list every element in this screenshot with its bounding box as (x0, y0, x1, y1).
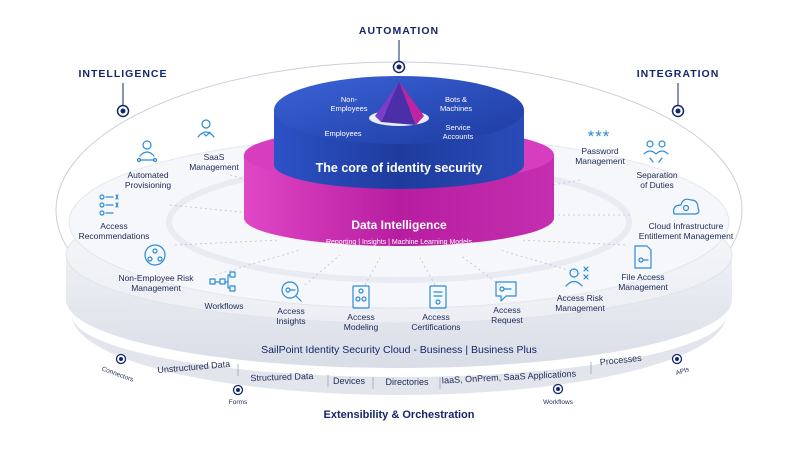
connector-node-apis (671, 353, 683, 365)
source-item-structured: Structured Data (250, 371, 313, 383)
access-risk-label-1: Access Risk (557, 293, 604, 303)
source-item-devices: Devices (333, 376, 366, 386)
core-label-employees: Employees (324, 129, 361, 138)
connector-node-connectors (115, 353, 127, 365)
intelligence-label: INTELLIGENCE (78, 68, 167, 80)
integration-label: INTEGRATION (637, 68, 720, 80)
person-check-icon (197, 119, 215, 138)
access-certifications-label-1: Access (422, 312, 449, 322)
non-employee-risk-label-1: Non-Employee Risk (118, 273, 194, 283)
apis-label: APIs (675, 366, 691, 377)
workflow-icon (209, 271, 236, 292)
access-request-label-1: Access (493, 305, 520, 315)
password-management-label-1: Password (581, 146, 619, 156)
core-label-service-2: Accounts (443, 132, 474, 141)
separation-of-duties-label-1: Separation (636, 170, 677, 180)
source-item-processes: Processes (599, 353, 642, 367)
saas-management-label-1: SaaS (204, 152, 225, 162)
file-access-label-2: Management (618, 282, 668, 292)
access-request-label-2: Request (491, 315, 523, 325)
password-asterisks-icon: *** (588, 127, 611, 146)
core-title: The core of identity security (316, 161, 483, 175)
automation-label: AUTOMATION (359, 25, 439, 37)
workflows-label: Workflows (204, 301, 243, 311)
access-insights-label-1: Access (277, 306, 304, 316)
person-risk-icon (565, 266, 589, 287)
core-label-bots-2: Machines (440, 104, 472, 113)
access-insights-label-2: Insights (276, 316, 305, 326)
automated-provisioning-label-1: Automated (127, 170, 168, 180)
cloud-gear-icon (673, 198, 700, 215)
connectors-label: Connectors (101, 366, 135, 384)
non-employee-risk-label-2: Management (131, 283, 181, 293)
data-intelligence-subtitle: Reporting | Insights | Machine Learning … (326, 239, 473, 246)
orbit-node-intelligence (116, 104, 130, 118)
access-modeling-label-2: Modeling (344, 322, 379, 332)
file-key-icon (634, 245, 652, 269)
orbit-node-automation (392, 60, 406, 74)
forms-label: Forms (229, 399, 248, 406)
workflows-connector-label: Workflows (543, 399, 574, 406)
source-item-directories: Directories (385, 377, 429, 387)
core-pyramid-icon (381, 82, 416, 125)
cloud-infrastructure-label-2: Entitlement Management (639, 231, 734, 241)
recommendation-list-icon (99, 194, 119, 216)
core-label-non-employees-1: Non- (341, 95, 358, 104)
core-label-service-1: Service (445, 123, 470, 132)
magnifier-key-icon (281, 281, 302, 302)
data-intelligence-title: Data Intelligence (351, 218, 447, 232)
separation-people-icon (643, 140, 669, 163)
org-chart-icon (144, 244, 166, 266)
cloud-infrastructure-label-1: Cloud Infrastructure (649, 221, 724, 231)
svg-text:***: *** (588, 127, 611, 146)
separation-of-duties-label-2: of Duties (640, 180, 674, 190)
access-modeling-label-1: Access (347, 312, 374, 322)
platform-disc (65, 135, 733, 395)
saas-management-label-2: Management (189, 162, 239, 172)
orbit-node-integration (671, 104, 685, 118)
model-people-icon (352, 285, 370, 309)
extensibility-title: Extensibility & Orchestration (324, 409, 475, 421)
core-label-bots-1: Bots & (445, 95, 467, 104)
access-risk-label-2: Management (555, 303, 605, 313)
core-label-non-employees-2: Employees (330, 104, 367, 113)
platform-banner: SailPoint Identity Security Cloud - Busi… (261, 344, 537, 356)
certificate-document-icon (429, 285, 447, 309)
automated-provisioning-label-2: Provisioning (125, 180, 172, 190)
chat-key-icon (495, 281, 517, 302)
access-recommendations-label-2: Recommendations (79, 231, 150, 241)
connector-node-forms (232, 384, 244, 396)
access-recommendations-label-1: Access (100, 221, 127, 231)
file-access-label-1: File Access (622, 272, 665, 282)
connector-node-workflows (552, 383, 564, 395)
access-certifications-label-2: Certifications (411, 322, 460, 332)
person-network-icon (136, 140, 158, 163)
core-layer (274, 76, 524, 189)
password-management-label-2: Management (575, 156, 625, 166)
